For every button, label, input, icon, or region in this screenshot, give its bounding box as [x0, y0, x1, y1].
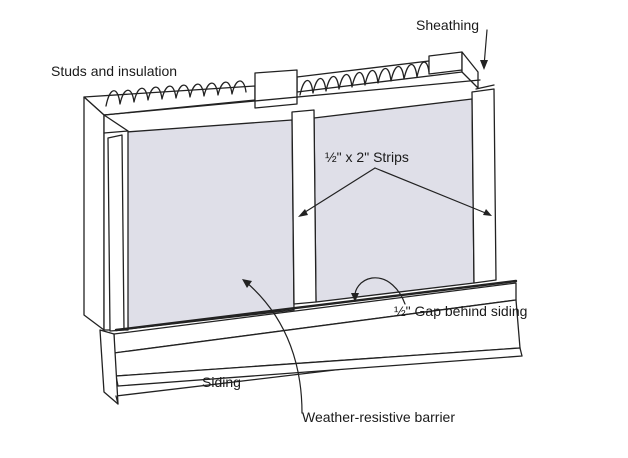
weather-resistive-barrier-label: Weather-resistive barrier — [302, 409, 456, 425]
gap-label: ½" Gap behind siding — [394, 303, 528, 319]
siding — [99, 279, 523, 405]
strips-label: ½" x 2" Strips — [325, 149, 409, 165]
label-leaders — [242, 29, 492, 414]
furring-strips — [103, 84, 497, 332]
sheathing-label: Sheathing — [416, 17, 480, 33]
studs-and-insulation — [83, 51, 463, 116]
siding-label: Siding — [202, 374, 241, 390]
studs-and-insulation-label: Studs and insulation — [51, 63, 178, 79]
weather-resistive-barrier — [125, 98, 475, 330]
